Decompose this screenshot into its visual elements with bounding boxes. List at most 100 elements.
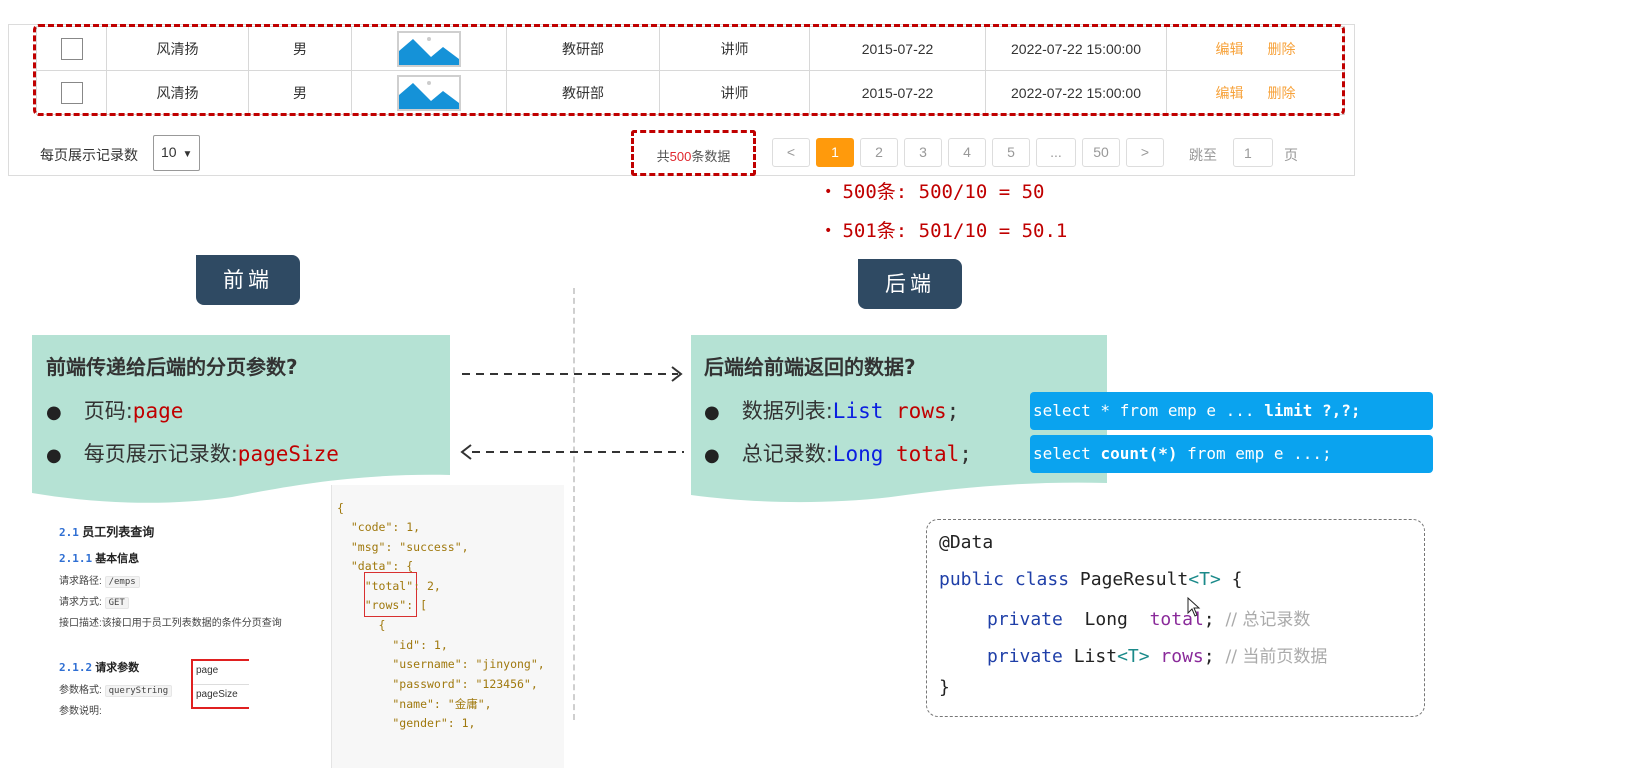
sql-text: select * from emp e ... xyxy=(1033,401,1265,420)
page-button[interactable]: 2 xyxy=(860,138,898,167)
code-field: total xyxy=(1149,609,1204,630)
page-button[interactable]: 4 xyxy=(948,138,986,167)
row-checkbox[interactable] xyxy=(60,81,83,104)
bullet-icon: • xyxy=(824,223,833,239)
json-highlight xyxy=(364,572,417,617)
code-type: Long xyxy=(1084,609,1128,630)
per-page-select[interactable]: 10 ▼ xyxy=(153,135,200,171)
item-value: pageSize xyxy=(237,442,339,466)
item-value: rows xyxy=(896,399,947,423)
sql-count-query: select count(*) from emp e ...; xyxy=(1030,435,1433,473)
cell-dept: 教研部 xyxy=(506,26,660,71)
sql-keyword: count(*) xyxy=(1100,444,1178,463)
json-line: "username": "jinyong", xyxy=(337,657,545,671)
total-count: 500 xyxy=(669,149,692,164)
image-placeholder-icon xyxy=(397,74,461,111)
item-value: total xyxy=(896,442,960,466)
vertical-divider xyxy=(573,288,575,720)
code-class-line: public class PageResult<T> { xyxy=(939,569,1242,590)
delete-link[interactable]: 删除 xyxy=(1267,40,1296,57)
per-page-label: 每页展示记录数 xyxy=(40,147,138,163)
item-type: Long xyxy=(832,442,884,466)
cell-dept: 教研部 xyxy=(506,70,660,115)
page-button[interactable]: 5 xyxy=(992,138,1030,167)
json-line: { xyxy=(337,501,344,515)
jump-page-input[interactable]: 1 xyxy=(1233,138,1273,167)
frontend-green-shape xyxy=(32,335,450,503)
cell-entry-date: 2015-07-22 xyxy=(809,70,986,115)
prev-page-button[interactable]: < xyxy=(772,138,810,167)
image-placeholder-icon xyxy=(397,30,461,67)
edit-link[interactable]: 编辑 xyxy=(1215,40,1244,57)
doc-subsection-title: 2.1.1 基本信息 xyxy=(59,550,139,566)
bullet-icon: ● xyxy=(46,402,62,423)
code-field: rows xyxy=(1160,646,1204,667)
item-label: 每页展示记录数: xyxy=(83,442,238,466)
doc-explain: 参数说明: xyxy=(59,706,102,717)
code-keyword: private xyxy=(987,609,1063,630)
field-value: /emps xyxy=(104,576,140,588)
field-value: 该接口用于员工列表数据的条件分页查询 xyxy=(101,618,282,629)
backend-green-shape xyxy=(691,335,1107,503)
bullet-icon: • xyxy=(824,184,833,200)
backend-item: ●数据列表:List rows; xyxy=(704,395,959,425)
frontend-question: 前端传递给后端的分页参数? xyxy=(46,355,298,379)
doc-path: 请求路径: /emps xyxy=(59,572,140,588)
backend-badge: 后端 xyxy=(858,259,962,309)
field-label: 请求方式: xyxy=(59,597,102,608)
code-brace: { xyxy=(1231,569,1243,590)
cell-job: 讲师 xyxy=(659,26,810,71)
calc-note: • 500条: 500/10 = 50 xyxy=(824,177,1044,204)
cell-update-time: 2022-07-22 15:00:00 xyxy=(985,26,1167,71)
code-keyword: private xyxy=(987,646,1063,667)
page-button[interactable]: 1 xyxy=(816,138,854,167)
section-title: 员工列表查询 xyxy=(82,525,155,539)
doc-section-title: 2.1 员工列表查询 xyxy=(59,523,154,540)
doc-subsection-title: 2.1.2 请求参数 xyxy=(59,659,139,675)
section-num: 2.1.1 xyxy=(59,552,93,565)
code-type: List xyxy=(1073,646,1118,667)
doc-desc: 接口描述:该接口用于员工列表数据的条件分页查询 xyxy=(59,614,282,629)
next-page-button[interactable]: > xyxy=(1126,138,1164,167)
bullet-icon: ● xyxy=(46,445,62,466)
delete-link[interactable]: 删除 xyxy=(1267,84,1296,101)
section-title: 基本信息 xyxy=(95,553,140,565)
param-name: page xyxy=(193,661,249,685)
json-line: "msg": "success", xyxy=(337,540,469,554)
json-line: "name": "金庸", xyxy=(337,697,492,711)
row-checkbox[interactable] xyxy=(60,37,83,60)
total-count-box: 共500条数据 xyxy=(631,130,756,176)
calc-note: • 501条: 501/10 = 50.1 xyxy=(824,216,1067,243)
json-line: "code": 1, xyxy=(337,520,421,534)
bullet-icon: ● xyxy=(704,445,720,466)
item-value: page xyxy=(132,399,184,423)
backend-question: 后端给前端返回的数据? xyxy=(704,355,916,379)
frontend-item: ● 页码:page xyxy=(46,395,183,425)
calc-note-text: 500条: 500/10 = 50 xyxy=(842,181,1045,203)
page-ellipsis[interactable]: ... xyxy=(1036,138,1076,167)
code-annotation: @Data xyxy=(939,532,994,553)
bullet-icon: ● xyxy=(704,402,720,423)
page-button[interactable]: 50 xyxy=(1082,138,1120,167)
item-label: 页码: xyxy=(83,399,133,423)
edit-link[interactable]: 编辑 xyxy=(1215,84,1244,101)
param-name: pageSize xyxy=(196,689,238,700)
field-value: queryString xyxy=(104,685,173,697)
page-button[interactable]: 3 xyxy=(904,138,942,167)
cell-gender: 男 xyxy=(248,70,352,115)
total-suffix: 条数据 xyxy=(691,149,731,164)
per-page-value: 10 xyxy=(161,144,177,160)
json-line: "total": 2, xyxy=(337,579,441,593)
request-arrow xyxy=(460,366,684,460)
code-class-name: PageResult xyxy=(1079,569,1189,590)
field-value: GET xyxy=(104,597,129,609)
cell-job: 讲师 xyxy=(659,70,810,115)
cell-name: 风清扬 xyxy=(106,26,249,71)
item-semicolon: ; xyxy=(959,442,972,466)
table-row: 风清扬 男 教研部 讲师 2015-07-22 2022-07-22 15:00… xyxy=(36,26,1345,71)
frontend-badge: 前端 xyxy=(196,255,300,305)
calc-note-text: 501条: 501/10 = 50.1 xyxy=(842,220,1068,242)
params-highlight: page pageSize xyxy=(191,659,249,709)
item-type: List xyxy=(832,399,884,423)
doc-format: 参数格式: queryString xyxy=(59,681,173,697)
